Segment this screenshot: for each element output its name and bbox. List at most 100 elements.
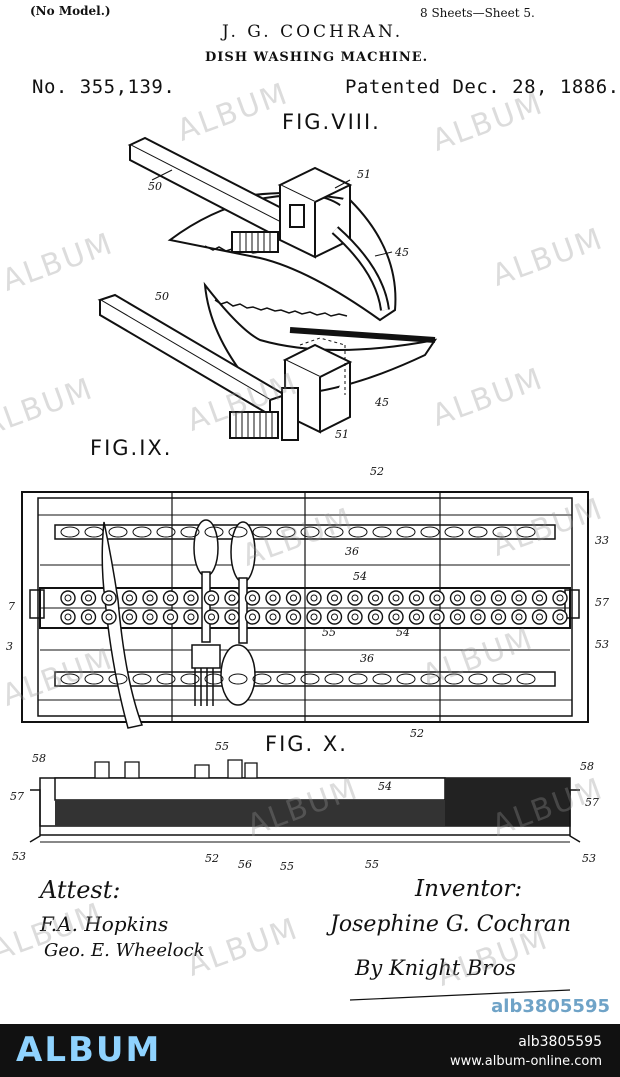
rack-ring [60,590,76,606]
rack-ring [511,590,527,606]
channel-cup [156,526,176,538]
rack-ring-inner [208,594,215,602]
sheet-count: 8 Sheets—Sheet 5. [420,6,535,20]
rack-ring-inner [433,594,441,602]
rack-ring [203,590,220,606]
channel-cup [372,673,392,685]
rack-ring-inner [85,613,92,621]
channel-cup [228,526,248,538]
channel-cup [492,526,512,538]
rack-ring-inner [228,613,236,621]
figure-10-label: FIG. X. [265,732,348,756]
channel-cup [276,673,296,685]
rack-ring [101,590,117,606]
rack-ring-inner [249,594,256,602]
channel-cup [156,673,176,685]
ref-numeral: 54 [353,570,367,583]
channel-cup [372,526,392,538]
rack-ring [265,609,281,625]
channel-cup [444,673,464,685]
knife-drawing [101,521,144,729]
witness-1-signature: F.A. Hopkins [40,912,169,936]
rack-ring-inner [433,613,441,621]
rack-ring-inner [64,613,72,621]
rack-ring [552,590,568,606]
rack-ring-inner [495,613,502,621]
rack-ring-inner [208,613,215,621]
channel-cup [180,673,200,685]
channel-cup [396,673,416,685]
footer-bar: ALBUM alb3805595 www.album-online.com [0,1024,620,1077]
rack-ring [244,609,261,625]
channel-cup [516,526,536,538]
rack-ring [183,590,199,606]
rack-ring-inner [167,613,174,621]
rack-ring [224,609,240,625]
rack-ring [162,609,179,625]
ref-numeral: 52 [370,465,384,478]
rack-ring [367,609,384,625]
ref-numeral: 58 [580,760,594,773]
ref-numeral: 33 [595,534,609,547]
rack-ring [121,609,138,625]
ref-numeral: 55 [322,626,336,639]
album-logo: ALBUM [16,1030,162,1070]
witness-2-signature: Geo. E. Wheelock [44,940,205,961]
ref-numeral: 7 [8,600,15,613]
rack-ring [80,609,97,625]
figure-9-drawing [97,281,438,441]
channel-cup [108,526,128,538]
rack-ring [142,590,158,606]
channel-cup [468,673,488,685]
rack-ring [244,590,261,606]
channel-cup [300,673,320,685]
rack-ring [265,590,281,606]
rack-ring-inner [290,594,297,602]
rack-ring-inner [331,594,338,602]
rack-ring [511,609,527,625]
ref-numeral: 52 [410,727,424,740]
rack-ring-inner [167,594,174,602]
channel-cup [180,526,200,538]
ref-numeral: 51 [335,428,349,441]
image-id: alb3805595 [518,1034,602,1050]
rack-ring-inner [310,594,318,602]
channel-cup [252,673,272,685]
channel-cup [276,526,296,538]
patent-number: No. 355,139. [32,76,176,98]
channel-cup [468,526,488,538]
rack-ring-inner [105,594,113,602]
rack-ring-inner [413,613,420,621]
rack-ring [162,590,179,606]
rack-ring-inner [515,594,523,602]
channel-cup [204,526,224,538]
rack-ring [470,590,486,606]
rack-ring-inner [474,594,482,602]
rack-ring [552,609,568,625]
channel-cup [420,526,440,538]
rack-ring-inner [556,594,564,602]
ref-numeral: 52 [205,852,219,865]
rack-ring-inner [126,613,133,621]
rack-ring-inner [454,613,461,621]
rack-ring [285,590,302,606]
ref-numeral: 55 [215,740,229,753]
rack-ring-inner [495,594,502,602]
rack-ring-inner [269,613,277,621]
rack-ring-inner [372,594,379,602]
rack-ring [470,609,486,625]
rack-ring-inner [187,613,195,621]
ref-numeral: 54 [396,626,410,639]
site-url[interactable]: www.album-online.com [449,1054,602,1069]
rack-ring [101,609,117,625]
channel-cup [516,673,536,685]
channel-cup [108,673,128,685]
attorney-signature: By Knight Bros [355,956,516,980]
rack-ring [347,590,363,606]
rack-ring-inner [146,594,154,602]
ref-numeral: 50 [148,180,162,193]
figure-9-label: FIG.IX. [90,436,173,460]
rack-ring [408,609,425,625]
rack-ring-inner [187,594,195,602]
ref-numeral: 50 [155,290,169,303]
